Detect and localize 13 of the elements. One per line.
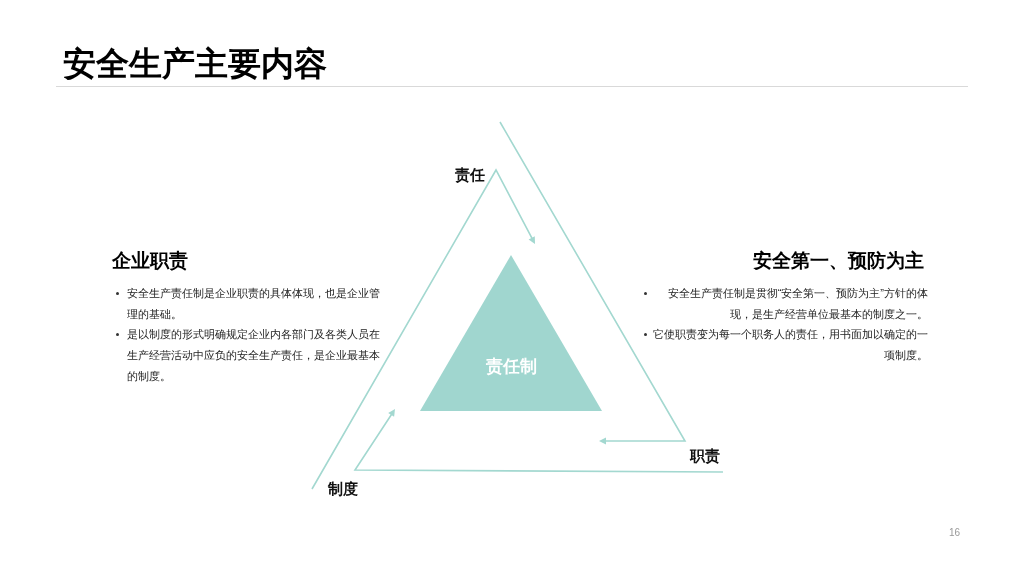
bullet-text: 安全生产责任制是企业职责的具体体现，也是企业管理的基础。 <box>127 286 381 322</box>
section-heading: 企业职责 <box>112 249 188 273</box>
bullet-text: 安全生产责任制是贯彻“安全第一、预防为主”方针的体现，是生产经营单位最基本的制度之一。 <box>666 286 928 322</box>
section-heading: 安全第一、预防为主 <box>753 249 924 273</box>
triangle-shape <box>420 255 602 411</box>
page-number: 16 <box>948 526 960 540</box>
corner-label: 职责 <box>690 446 720 466</box>
slide-title: 安全生产主要内容 <box>63 44 327 84</box>
corner-label: 责任 <box>455 165 485 185</box>
corner-label: 制度 <box>328 479 358 499</box>
bullet-text: 是以制度的形式明确规定企业内各部门及各类人员在生产经营活动中应负的安全生产责任，是企业最基本的制度。 <box>127 327 381 384</box>
node-label: 责任制 <box>485 356 537 378</box>
bullet-text: 它使职责变为每一个职务人的责任，用书面加以确定的一项制度。 <box>652 327 928 364</box>
